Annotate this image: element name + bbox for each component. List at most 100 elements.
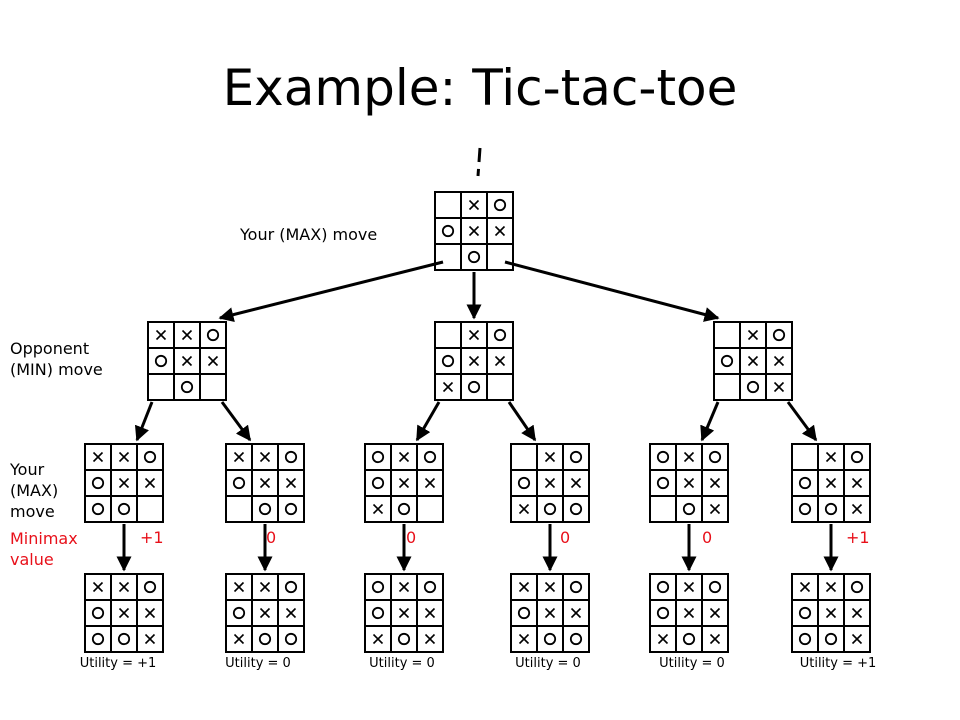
board-frame	[649, 573, 729, 653]
o-mark	[371, 580, 385, 594]
o-mark	[656, 476, 670, 490]
o-mark	[441, 224, 455, 238]
x-mark	[118, 607, 130, 619]
o-mark	[91, 502, 105, 516]
o-mark	[798, 606, 812, 620]
o-mark	[569, 450, 583, 464]
o-mark	[656, 606, 670, 620]
o-mark	[91, 476, 105, 490]
label-opponent-min-move: Opponent (MIN) move	[10, 338, 103, 380]
x-mark	[851, 607, 863, 619]
o-mark	[798, 632, 812, 646]
x-mark	[683, 451, 695, 463]
label-your-max-move: Your (MAX) move	[10, 459, 58, 522]
x-mark	[259, 607, 271, 619]
x-mark	[207, 355, 219, 367]
o-mark	[746, 380, 760, 394]
x-mark	[233, 633, 245, 645]
page-title: Example: Tic-tac-toe	[222, 59, 738, 117]
x-mark	[799, 581, 811, 593]
x-mark	[398, 607, 410, 619]
o-mark	[371, 606, 385, 620]
o-mark	[91, 632, 105, 646]
o-mark	[423, 580, 437, 594]
x-mark	[424, 477, 436, 489]
x-mark	[144, 607, 156, 619]
label-opponent-line2: (MIN) move	[10, 360, 103, 379]
board-terminal	[510, 573, 590, 653]
o-mark	[154, 354, 168, 368]
o-mark	[143, 580, 157, 594]
x-mark	[398, 581, 410, 593]
o-mark	[397, 502, 411, 516]
o-mark	[441, 354, 455, 368]
board-terminal	[649, 573, 729, 653]
o-mark	[284, 632, 298, 646]
x-mark	[233, 451, 245, 463]
o-mark	[824, 502, 838, 516]
x-mark	[372, 503, 384, 515]
board-frame	[649, 443, 729, 523]
o-mark	[371, 476, 385, 490]
o-mark	[569, 632, 583, 646]
o-mark	[467, 380, 481, 394]
x-mark	[494, 225, 506, 237]
x-mark	[544, 607, 556, 619]
x-mark	[259, 477, 271, 489]
board-max	[791, 443, 871, 523]
o-mark	[720, 354, 734, 368]
x-mark	[773, 381, 785, 393]
o-mark	[772, 328, 786, 342]
x-mark	[118, 581, 130, 593]
edge-arrow	[218, 260, 444, 322]
x-mark	[181, 329, 193, 341]
incoming-dashed-line	[476, 147, 482, 177]
x-mark	[709, 633, 721, 645]
x-mark	[709, 607, 721, 619]
board-root	[434, 191, 514, 271]
x-mark	[825, 451, 837, 463]
board-frame	[147, 321, 227, 401]
x-mark	[851, 633, 863, 645]
x-mark	[683, 477, 695, 489]
minimax-value: 0	[266, 528, 277, 547]
o-mark	[371, 450, 385, 464]
board-frame	[510, 443, 590, 523]
x-mark	[518, 503, 530, 515]
o-mark	[284, 580, 298, 594]
x-mark	[825, 477, 837, 489]
board-frame	[510, 573, 590, 653]
x-mark	[851, 477, 863, 489]
utility-label: Utility = 0	[369, 656, 435, 671]
x-mark	[468, 225, 480, 237]
x-mark	[424, 633, 436, 645]
x-mark	[773, 355, 785, 367]
utility-label: Utility = 0	[659, 656, 725, 671]
o-mark	[284, 450, 298, 464]
x-mark	[398, 477, 410, 489]
x-mark	[494, 355, 506, 367]
x-mark	[683, 581, 695, 593]
o-mark	[682, 502, 696, 516]
board-frame	[84, 443, 164, 523]
x-mark	[709, 503, 721, 515]
board-terminal	[225, 573, 305, 653]
minimax-value: 0	[560, 528, 571, 547]
edge-arrow	[507, 401, 537, 442]
label-your-line2: (MAX)	[10, 481, 59, 500]
label-your-line1: Your	[10, 460, 45, 479]
board-frame	[713, 321, 793, 401]
o-mark	[180, 380, 194, 394]
x-mark	[118, 451, 130, 463]
o-mark	[708, 450, 722, 464]
o-mark	[656, 450, 670, 464]
x-mark	[259, 581, 271, 593]
minimax-value: 0	[702, 528, 713, 547]
x-mark	[92, 581, 104, 593]
board-max	[225, 443, 305, 523]
o-mark	[517, 606, 531, 620]
o-mark	[493, 198, 507, 212]
label-opponent-line1: Opponent	[10, 339, 90, 358]
x-mark	[285, 477, 297, 489]
